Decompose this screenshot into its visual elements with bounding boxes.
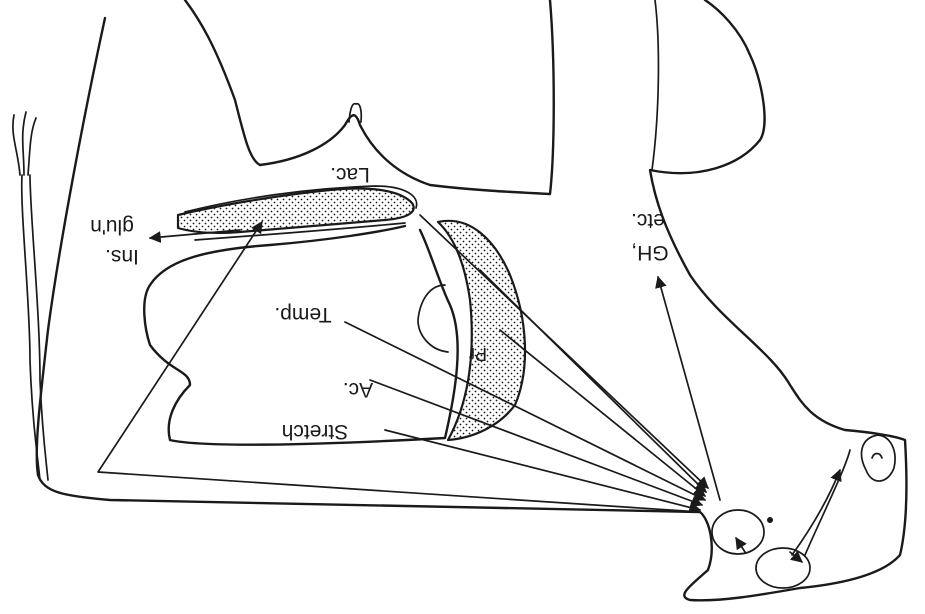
label-pr: Pr bbox=[469, 344, 487, 364]
label-lac: Lac. bbox=[330, 163, 370, 186]
arrow-feedback bbox=[98, 222, 700, 512]
label-gh: GH, bbox=[631, 241, 668, 264]
arrow-nose-brain bbox=[792, 470, 840, 555]
nostril-mark bbox=[872, 454, 882, 459]
label-gluin: glu'n bbox=[90, 215, 134, 238]
label-stretch: Stretch bbox=[282, 420, 349, 443]
label-temp: Temp. bbox=[274, 303, 331, 326]
abdominal-organ-outline bbox=[144, 226, 457, 445]
snout-line bbox=[805, 450, 850, 555]
label-etc: etc. bbox=[631, 209, 665, 232]
udder-ridge bbox=[652, 0, 658, 170]
arrow-stretch bbox=[385, 430, 700, 510]
mammary-gland-region bbox=[178, 189, 414, 233]
label-ins: Ins. bbox=[105, 245, 139, 268]
arrow-ac bbox=[370, 380, 702, 505]
eye-dot bbox=[767, 517, 773, 523]
pituitary-oval bbox=[756, 548, 810, 588]
label-ac: Ac. bbox=[343, 378, 373, 401]
nose-outline bbox=[862, 435, 896, 481]
brain-pituitary-region bbox=[712, 435, 895, 588]
arrow-pituitary-1 bbox=[736, 538, 745, 552]
teat-icon bbox=[349, 104, 361, 122]
fetal-sac-outline bbox=[418, 285, 448, 352]
tail-tuft-icon bbox=[13, 112, 48, 480]
hypothalamus-oval bbox=[712, 510, 764, 554]
